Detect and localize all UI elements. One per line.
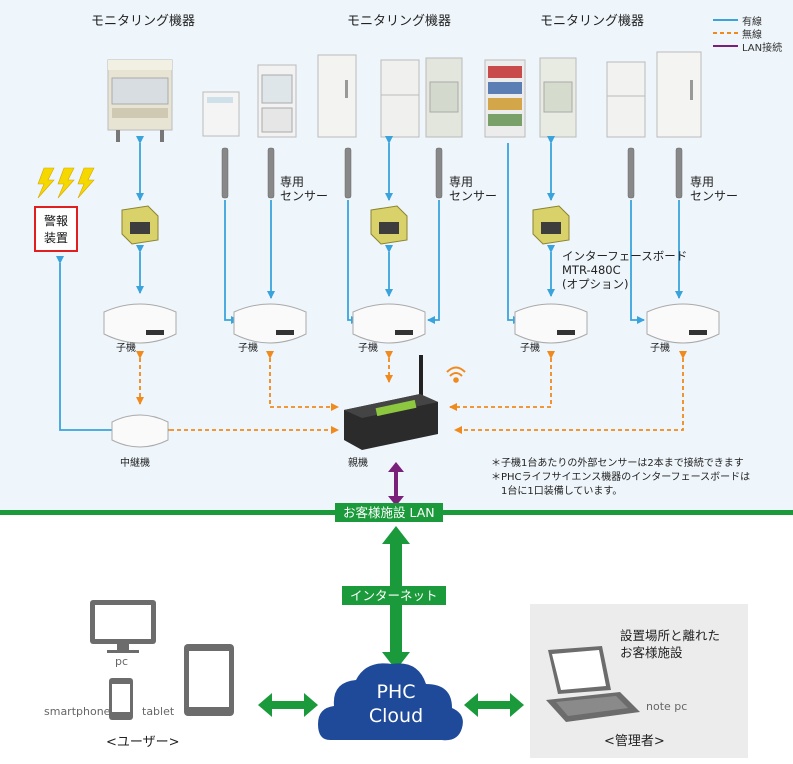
phc-cloud-icon xyxy=(318,663,463,741)
child-unit-icon-3 xyxy=(352,303,426,344)
wireless-connections xyxy=(136,351,687,434)
note-1: ＊子機1台あたりの外部センサーは2本まで接続できます xyxy=(491,458,744,469)
note-2: ＊PHCライフサイエンス機器のインターフェースボードは xyxy=(491,472,751,483)
lan-connector xyxy=(388,462,404,506)
wired-connections xyxy=(56,136,683,431)
child-label-2: 子機 xyxy=(238,343,258,354)
child-label-3: 子機 xyxy=(358,343,378,354)
child-unit-icon-4 xyxy=(514,303,588,344)
legend-lan: LAN接続 xyxy=(742,43,783,54)
wifi-icon xyxy=(446,366,466,383)
user-cloud-arrow xyxy=(258,693,318,717)
sensor-label-a: 専用 センサー xyxy=(280,175,329,204)
sensor-probes xyxy=(221,147,683,199)
refrigerator-icon xyxy=(539,57,577,138)
internet-label: インターネット xyxy=(342,586,446,605)
laptop-icon xyxy=(546,646,640,722)
lan-label: お客様施設 LAN xyxy=(335,503,443,522)
admin-group-label: <管理者> xyxy=(604,734,665,749)
safety-cabinet-icon xyxy=(107,59,173,142)
glass-door-unit-icon xyxy=(257,64,297,138)
legend-wireless: 無線 xyxy=(742,30,762,41)
sensor-label-c: 専用 センサー xyxy=(690,175,739,204)
pc-label: pc xyxy=(115,655,129,668)
admin-remote-label: 設置場所と離れた お客様施設 xyxy=(620,628,721,660)
child-label-1: 子機 xyxy=(116,343,136,354)
admin-cloud-arrow xyxy=(464,693,524,717)
alarm-lightning-icon xyxy=(37,167,95,199)
freezer-icon-4 xyxy=(656,51,702,138)
smartphone-icon xyxy=(109,678,133,720)
smartphone-label: smartphone xyxy=(44,705,111,718)
interface-board-icon-3 xyxy=(532,205,570,245)
header-left: モニタリング機器 xyxy=(91,14,196,29)
header-right: モニタリング機器 xyxy=(540,14,645,29)
child-label-5: 子機 xyxy=(650,343,670,354)
freezer-icon-1 xyxy=(317,54,357,138)
legend xyxy=(713,19,738,47)
pharmacy-refrigerator-icon xyxy=(484,59,526,138)
interface-board-icon-1 xyxy=(121,205,159,245)
child-unit-icon-2 xyxy=(233,303,307,344)
child-unit-icon-1 xyxy=(103,303,177,344)
child-unit-icon-5 xyxy=(646,303,720,344)
cloud-label: PHC Cloud xyxy=(368,681,424,727)
sensor-label-b: 専用 センサー xyxy=(449,175,498,204)
notepc-label: note pc xyxy=(646,700,688,713)
freezer-icon-2 xyxy=(380,59,420,138)
repeater-label: 中継機 xyxy=(120,458,150,469)
pc-monitor-icon xyxy=(90,600,156,653)
interface-board-label: インターフェースボード MTR-480C (オプション) xyxy=(562,249,688,291)
incubator-icon xyxy=(202,91,240,137)
interface-board-icon-2 xyxy=(370,205,408,245)
tablet-icon xyxy=(184,644,234,716)
parent-label: 親機 xyxy=(348,458,368,469)
incubator-icon-2 xyxy=(425,57,463,138)
gateway-icon xyxy=(344,355,438,450)
user-group-label: <ユーザー> xyxy=(106,735,180,750)
header-center: モニタリング機器 xyxy=(347,14,452,29)
legend-wired: 有線 xyxy=(742,17,762,28)
freezer-icon-3 xyxy=(606,61,646,138)
tablet-label: tablet xyxy=(142,705,175,718)
repeater-icon xyxy=(111,414,169,448)
alarm-device: 警報 装置 xyxy=(34,206,78,252)
note-3: 1台に1口装備しています。 xyxy=(491,486,623,497)
child-label-4: 子機 xyxy=(520,343,540,354)
